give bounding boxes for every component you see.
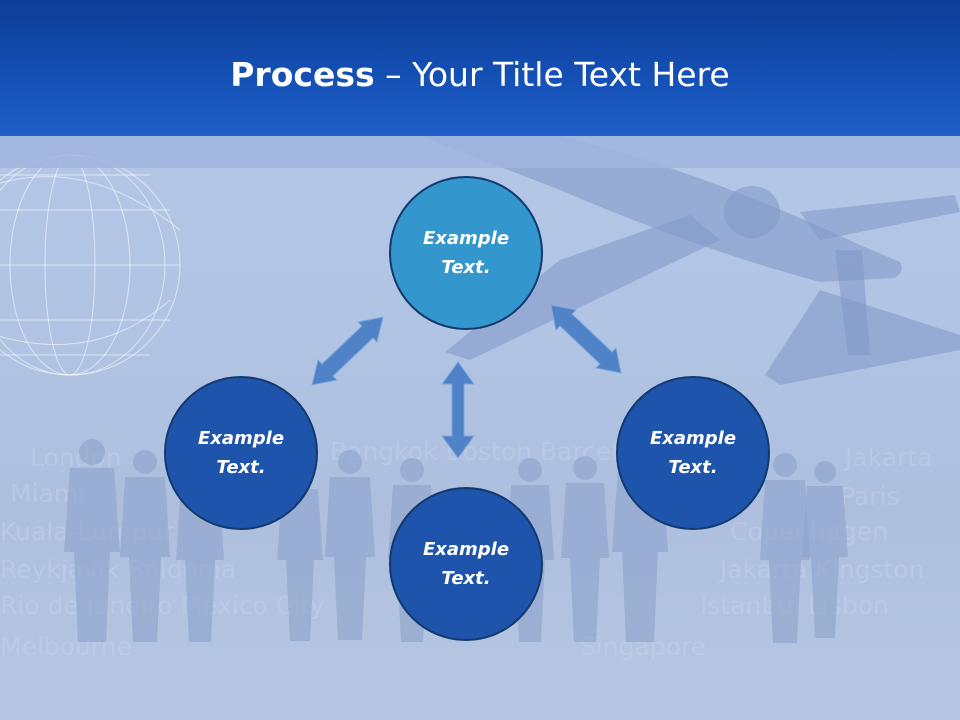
title-rest: – Your Title Text Here (374, 55, 730, 94)
title-bar (0, 0, 960, 136)
svg-text:Rio de Janeiro Mexico City: Rio de Janeiro Mexico City (0, 591, 325, 620)
airplane-graphic (420, 136, 960, 385)
arrow-vertical (441, 361, 475, 459)
arrow-left-diagonal (311, 316, 384, 386)
globe-graphic (0, 154, 181, 376)
svg-text:Jakarta: Jakarta (843, 443, 932, 472)
svg-text:Bangkok Boston Barcelona: Bangkok Boston Barcelona (330, 437, 665, 466)
title-band (0, 136, 960, 168)
svg-text:Melbourne: Melbourne (0, 632, 132, 661)
svg-text:London: London (30, 443, 122, 472)
arrow-right-diagonal (550, 304, 622, 374)
node-bottom-label: Example Text. (422, 539, 510, 589)
svg-text:Paris: Paris (840, 482, 900, 511)
node-left: Example Text. (164, 376, 318, 530)
double-headed-arrow-icon (311, 304, 622, 459)
node-right-label: Example Text. (649, 428, 737, 478)
node-left-label: Example Text. (197, 428, 285, 478)
node-top-label: Example Text. (422, 228, 510, 278)
slide-title: Process – Your Title Text Here (0, 52, 960, 98)
node-bottom: Example Text. (389, 487, 543, 641)
node-right: Example Text. (616, 376, 770, 530)
node-top: Example Text. (389, 176, 543, 330)
title-bold: Process (230, 55, 375, 94)
